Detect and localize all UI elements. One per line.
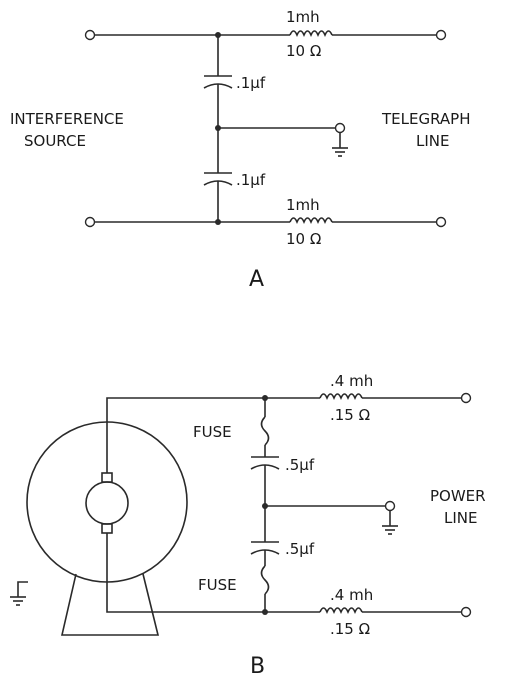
a-ground-terminal bbox=[334, 122, 346, 134]
a-left-label-line1: INTERFERENCE bbox=[10, 110, 124, 128]
b-motor-base bbox=[60, 573, 160, 636]
a-top-right-terminal bbox=[435, 29, 447, 41]
a-top-capacitor-label: .1μf bbox=[236, 74, 266, 92]
a-bottom-inductor bbox=[289, 217, 333, 224]
b-top-right-terminal bbox=[460, 392, 472, 404]
b-top-inductor-resistance: .15 Ω bbox=[330, 406, 370, 424]
a-right-label-line2: LINE bbox=[416, 132, 449, 150]
b-top-fuse bbox=[260, 416, 270, 446]
b-ground-icon bbox=[382, 525, 398, 535]
b-top-fuse-label: FUSE bbox=[193, 423, 232, 441]
a-bottom-inductor-value: 1mh bbox=[286, 196, 320, 214]
a-top-inductor bbox=[289, 30, 333, 37]
b-right-label-line1: POWER bbox=[430, 487, 486, 505]
diagram-a: 1mh 10 Ω 1mh 10 Ω .1μf .1μf INTERFERENCE… bbox=[10, 8, 471, 292]
b-top-inductor bbox=[319, 393, 363, 400]
a-top-inductor-resistance: 10 Ω bbox=[286, 42, 321, 60]
b-bottom-inductor-value: .4 mh bbox=[330, 586, 373, 604]
a-bottom-right-terminal bbox=[435, 216, 447, 228]
b-figure-label: B bbox=[250, 654, 265, 679]
b-top-inductor-value: .4 mh bbox=[330, 372, 373, 390]
b-right-label-line2: LINE bbox=[444, 509, 477, 527]
a-bottom-capacitor-label: .1μf bbox=[236, 171, 266, 189]
b-motor-ground-icon bbox=[10, 596, 26, 606]
a-bottom-left-terminal bbox=[84, 216, 96, 228]
diagram-b: FUSE FUSE .5μf .5μf .4 mh .15 Ω .4 mh .1… bbox=[10, 372, 486, 679]
b-motor-ground-wire bbox=[17, 581, 28, 597]
a-figure-label: A bbox=[249, 267, 264, 292]
b-motor-armature bbox=[85, 481, 129, 525]
b-bottom-right-terminal bbox=[460, 606, 472, 618]
b-top-wire-left bbox=[106, 397, 320, 473]
a-left-label-line2: SOURCE bbox=[24, 132, 86, 150]
b-bottom-fuse-label: FUSE bbox=[198, 576, 237, 594]
b-bottom-wire-left bbox=[106, 533, 320, 613]
b-top-capacitor-label: .5μf bbox=[285, 456, 315, 474]
b-bottom-capacitor-label: .5μf bbox=[285, 540, 315, 558]
b-motor-brush-bottom bbox=[101, 523, 113, 534]
b-ground-terminal bbox=[384, 500, 396, 512]
a-right-label-line1: TELEGRAPH bbox=[381, 110, 471, 128]
a-top-left-terminal bbox=[84, 29, 96, 41]
b-bottom-inductor-resistance: .15 Ω bbox=[330, 620, 370, 638]
a-ground-icon bbox=[332, 147, 348, 157]
b-bottom-fuse bbox=[260, 565, 270, 595]
b-bottom-inductor bbox=[319, 607, 363, 614]
a-top-inductor-value: 1mh bbox=[286, 8, 320, 26]
b-motor-brush-top bbox=[101, 472, 113, 483]
a-bottom-inductor-resistance: 10 Ω bbox=[286, 230, 321, 248]
